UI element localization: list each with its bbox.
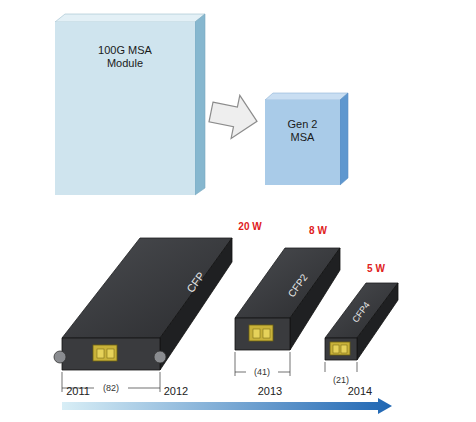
box-top-face bbox=[55, 14, 205, 22]
power-value: 8 W bbox=[309, 224, 327, 237]
dimension: (41) bbox=[254, 366, 270, 379]
module-box: 100G MSA Module bbox=[55, 22, 195, 195]
cfp-module bbox=[54, 238, 232, 370]
box-side-face bbox=[340, 93, 348, 185]
year: 2013 bbox=[258, 385, 282, 398]
dimension: (21) bbox=[333, 374, 349, 387]
module-box: Gen 2 MSA bbox=[265, 100, 340, 185]
box-label: Gen 2 MSA bbox=[283, 118, 323, 144]
power-value: 5 W bbox=[367, 262, 385, 275]
box-top-face bbox=[265, 93, 348, 100]
box-side-face bbox=[195, 14, 205, 195]
block-arrow bbox=[209, 95, 257, 138]
cfp2-module bbox=[235, 248, 340, 350]
box-label: 100G MSA Module bbox=[92, 44, 158, 70]
cfp4-module bbox=[325, 283, 398, 360]
timeline-arrow bbox=[62, 398, 392, 414]
year: 2014 bbox=[348, 385, 372, 398]
year: 2011 bbox=[66, 385, 90, 398]
dimension: (82) bbox=[103, 382, 119, 395]
power-value: 20 W bbox=[238, 220, 261, 233]
year: 2012 bbox=[164, 385, 188, 398]
